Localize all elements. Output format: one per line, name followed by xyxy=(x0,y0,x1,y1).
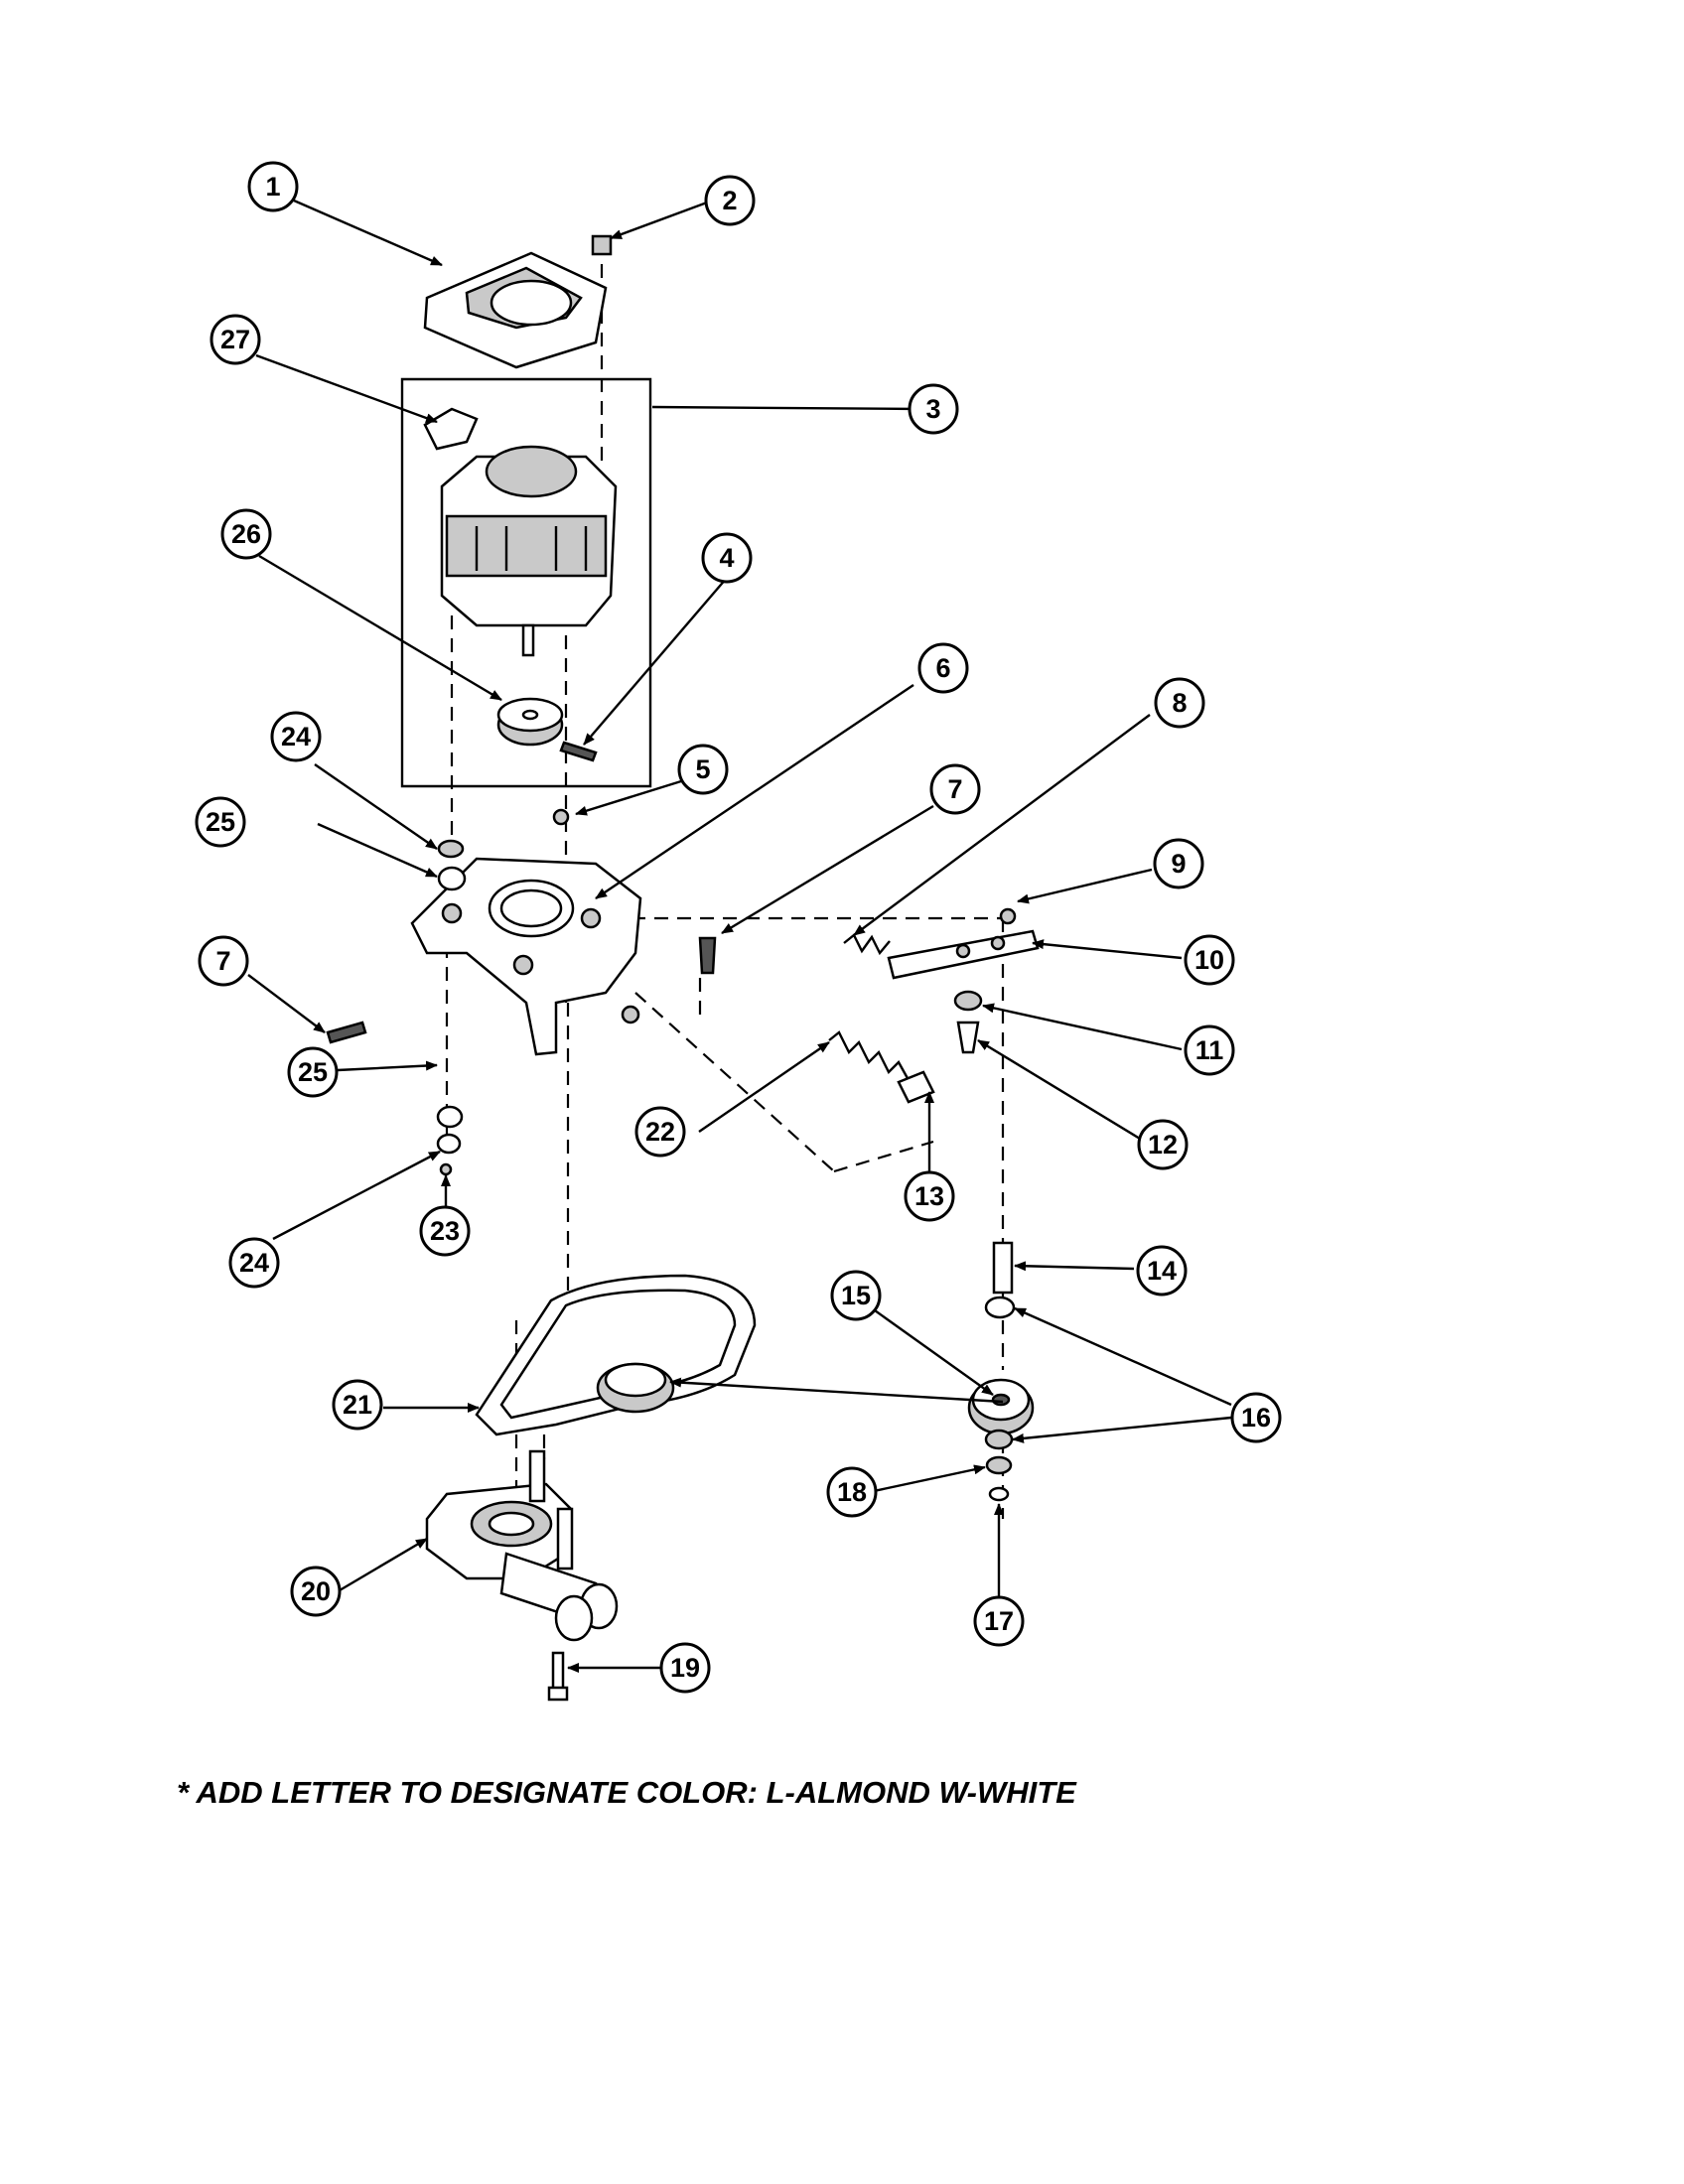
part-shaft-14 xyxy=(992,1241,1014,1295)
part-grommet-25-bottom xyxy=(436,1105,464,1129)
svg-text:22: 22 xyxy=(645,1117,675,1147)
svg-text:9: 9 xyxy=(1171,849,1186,879)
callout-26: 26 xyxy=(220,508,272,560)
part-nut-23 xyxy=(439,1162,453,1176)
part-idler-arm-10 xyxy=(887,929,1040,980)
part-nut-5 xyxy=(552,808,570,826)
callout-8: 8 xyxy=(1154,677,1205,729)
part-bracket-6 xyxy=(410,857,642,1056)
svg-text:18: 18 xyxy=(837,1477,867,1507)
callout-17: 17 xyxy=(973,1595,1025,1647)
svg-text:11: 11 xyxy=(1195,1035,1224,1065)
callout-13: 13 xyxy=(904,1170,955,1222)
part-motor-cover xyxy=(423,251,608,369)
part-screw-2 xyxy=(591,234,613,256)
color-designation-note: * ADD LETTER TO DESIGNATE COLOR: L-ALMON… xyxy=(177,1775,1076,1810)
part-screw-7-right xyxy=(698,936,717,975)
part-bearing-16-top xyxy=(984,1296,1016,1319)
part-grommet-25-top xyxy=(437,866,467,891)
callout-21: 21 xyxy=(332,1379,383,1431)
svg-text:7: 7 xyxy=(947,774,962,804)
svg-text:15: 15 xyxy=(841,1281,871,1310)
callout-9: 9 xyxy=(1153,838,1204,889)
callout-6: 6 xyxy=(917,642,969,694)
svg-text:24: 24 xyxy=(239,1248,269,1278)
part-pulley-26 xyxy=(496,697,564,747)
callout-27: 27 xyxy=(210,314,261,365)
callout-24-bottom: 24 xyxy=(228,1237,280,1289)
leader-lines xyxy=(247,199,1232,1673)
part-bolt-12 xyxy=(956,1021,980,1054)
svg-text:19: 19 xyxy=(670,1653,700,1683)
callout-25-bottom: 25 xyxy=(287,1046,339,1098)
callout-22: 22 xyxy=(634,1106,686,1158)
svg-text:16: 16 xyxy=(1241,1403,1271,1433)
svg-text:21: 21 xyxy=(343,1390,372,1420)
svg-text:23: 23 xyxy=(430,1216,460,1246)
part-idler-pulley-15 xyxy=(967,1378,1035,1435)
callout-15: 15 xyxy=(830,1270,882,1321)
callout-10: 10 xyxy=(1184,934,1235,986)
svg-text:3: 3 xyxy=(925,394,940,424)
callouts: 1 2 3 4 5 6 7 7 8 9 10 11 12 13 14 15 16… xyxy=(195,161,1282,1694)
callout-1: 1 xyxy=(247,161,299,212)
part-pump-20 xyxy=(425,1449,619,1642)
part-clip-27 xyxy=(423,407,479,451)
part-bearing-16-bottom xyxy=(984,1429,1014,1450)
svg-text:6: 6 xyxy=(935,653,950,683)
part-belt-21 xyxy=(475,1274,757,1436)
part-washer-18 xyxy=(985,1455,1013,1475)
part-motor xyxy=(440,445,618,657)
part-washer-24-top xyxy=(437,839,465,859)
part-washer-24-bottom xyxy=(436,1133,462,1155)
part-bracket-13 xyxy=(897,1070,935,1104)
svg-text:2: 2 xyxy=(722,186,737,215)
svg-text:1: 1 xyxy=(265,172,280,202)
svg-text:14: 14 xyxy=(1147,1256,1177,1286)
part-spring-22 xyxy=(828,1030,911,1081)
part-nut-9 xyxy=(999,907,1017,925)
callout-5: 5 xyxy=(677,744,729,795)
callout-16: 16 xyxy=(1230,1392,1282,1443)
svg-text:10: 10 xyxy=(1194,945,1224,975)
svg-text:25: 25 xyxy=(298,1057,328,1087)
callout-24-top: 24 xyxy=(270,711,322,762)
svg-text:4: 4 xyxy=(719,543,734,573)
callout-25-top: 25 xyxy=(195,796,246,848)
svg-text:13: 13 xyxy=(914,1181,944,1211)
callout-12: 12 xyxy=(1137,1119,1189,1170)
part-key-4 xyxy=(559,741,598,762)
svg-text:12: 12 xyxy=(1148,1130,1178,1160)
callout-11: 11 xyxy=(1184,1024,1235,1076)
callout-14: 14 xyxy=(1136,1245,1188,1297)
part-washer-11 xyxy=(953,990,983,1012)
part-bolt-19 xyxy=(547,1651,569,1702)
part-screw-7-left xyxy=(326,1021,367,1044)
part-spring-8 xyxy=(843,933,891,956)
callout-7-right: 7 xyxy=(929,763,981,815)
motor-assembly-box xyxy=(400,377,652,788)
callout-19: 19 xyxy=(659,1642,711,1694)
svg-text:20: 20 xyxy=(301,1576,331,1606)
part-ring-17 xyxy=(988,1486,1010,1502)
callout-20: 20 xyxy=(290,1566,342,1617)
svg-text:24: 24 xyxy=(281,722,311,751)
svg-text:5: 5 xyxy=(695,754,710,784)
callout-18: 18 xyxy=(826,1466,878,1518)
callout-2: 2 xyxy=(704,175,756,226)
svg-text:7: 7 xyxy=(215,946,230,976)
svg-text:27: 27 xyxy=(220,325,250,354)
callout-3: 3 xyxy=(908,383,959,435)
svg-text:25: 25 xyxy=(206,807,235,837)
callout-7-left: 7 xyxy=(198,935,249,987)
callout-4: 4 xyxy=(701,532,753,584)
svg-text:17: 17 xyxy=(984,1606,1014,1636)
svg-text:26: 26 xyxy=(231,519,261,549)
callout-23: 23 xyxy=(419,1205,471,1257)
svg-text:8: 8 xyxy=(1172,688,1187,718)
